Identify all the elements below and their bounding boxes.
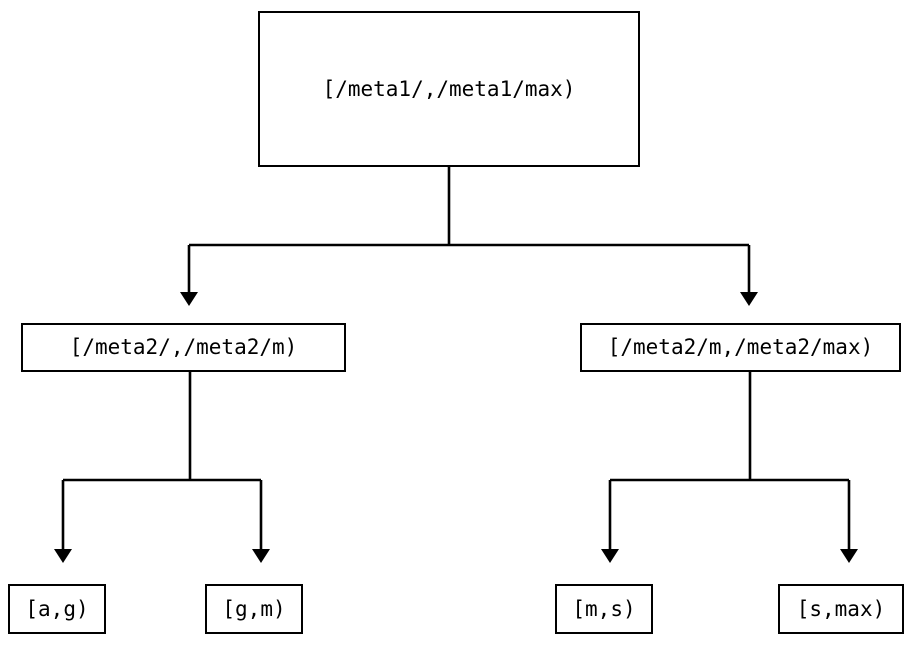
arrowhead-to-leaf-smax: [840, 549, 858, 563]
tree-node-leaf-smax-label: [s,max): [796, 596, 886, 621]
tree-node-leaf-ag[interactable]: [a,g): [8, 584, 106, 634]
tree-node-root[interactable]: [/meta1/,/meta1/max): [258, 11, 640, 167]
tree-node-leaf-gm[interactable]: [g,m): [205, 584, 303, 634]
tree-node-leaf-gm-label: [g,m): [222, 596, 286, 621]
tree-node-leaf-smax[interactable]: [s,max): [778, 584, 904, 634]
arrowhead-to-meta2-low: [180, 292, 198, 306]
arrowhead-to-leaf-ag: [54, 549, 72, 563]
tree-node-meta2-high[interactable]: [/meta2/m,/meta2/max): [580, 323, 901, 372]
tree-node-leaf-ms[interactable]: [m,s): [555, 584, 653, 634]
tree-node-meta2-low[interactable]: [/meta2/,/meta2/m): [21, 323, 346, 372]
tree-node-meta2-low-label: [/meta2/,/meta2/m): [69, 335, 298, 359]
tree-node-leaf-ms-label: [m,s): [572, 596, 636, 621]
tree-node-root-label: [/meta1/,/meta1/max): [322, 76, 576, 101]
tree-node-meta2-high-label: [/meta2/m,/meta2/max): [607, 335, 874, 359]
tree-node-leaf-ag-label: [a,g): [25, 596, 89, 621]
arrowhead-to-leaf-gm: [252, 549, 270, 563]
arrowhead-to-meta2-high: [740, 292, 758, 306]
arrowhead-to-leaf-ms: [601, 549, 619, 563]
